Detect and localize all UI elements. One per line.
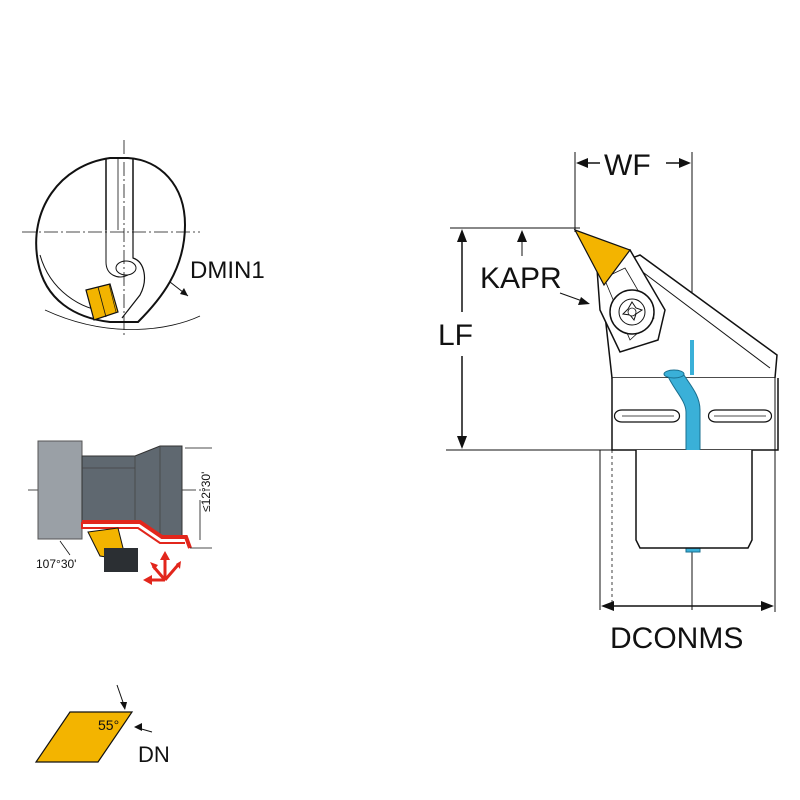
bore-view: DMIN1 <box>22 140 265 335</box>
kapr-label: KAPR <box>480 262 562 295</box>
insert-small <box>85 283 119 321</box>
dmin1-label: DMIN1 <box>190 257 265 284</box>
side-view: ≤12°30' 107°30' <box>28 440 213 585</box>
holder-view: WF LF KAPR <box>438 149 779 655</box>
angle-55-label: 55° <box>98 717 119 733</box>
angle-107-label: 107°30' <box>36 557 76 571</box>
angle-12-label: ≤12°30' <box>199 472 213 512</box>
wf-label: WF <box>604 149 651 182</box>
dn-label: DN <box>138 742 170 767</box>
dconms-label: DCONMS <box>610 622 743 655</box>
insert-shape: 55° DN <box>34 684 170 767</box>
lf-label: LF <box>438 319 473 352</box>
feed-arrows <box>143 551 181 585</box>
